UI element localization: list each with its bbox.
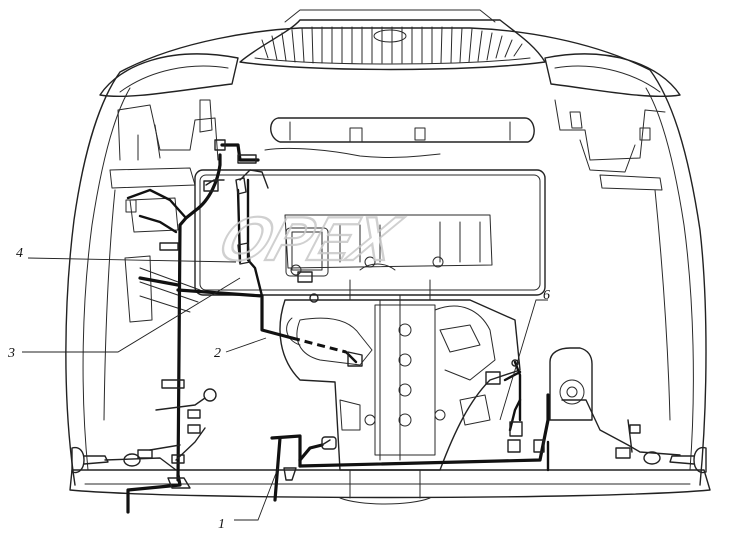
coolant-tank	[549, 347, 593, 421]
left-inner-structure	[103, 99, 219, 421]
right-inner-structure	[554, 99, 671, 421]
right-headlamp	[544, 53, 681, 98]
watermark: OPEX	[211, 204, 409, 273]
left-fog-lamp	[71, 446, 85, 474]
connectors	[71, 139, 707, 489]
vehicle-body-outline	[65, 9, 711, 505]
callout-leaders	[22, 257, 548, 521]
right-fog-lamp	[693, 446, 707, 474]
secondary-wires	[104, 169, 681, 471]
callout-1: 1	[218, 517, 225, 532]
callout-labels: 4 3 2 6 1	[7, 246, 550, 532]
grille-slats	[261, 26, 523, 64]
callout-6: 6	[543, 288, 550, 303]
callout-3: 3	[7, 346, 15, 361]
battery-tray	[194, 169, 546, 296]
callout-4: 4	[16, 246, 23, 261]
main-wiring-harness	[126, 143, 550, 514]
callout-2: 2	[214, 346, 221, 361]
engine-assembly	[279, 214, 521, 471]
radiator	[264, 117, 535, 158]
left-headlamp	[99, 53, 239, 98]
